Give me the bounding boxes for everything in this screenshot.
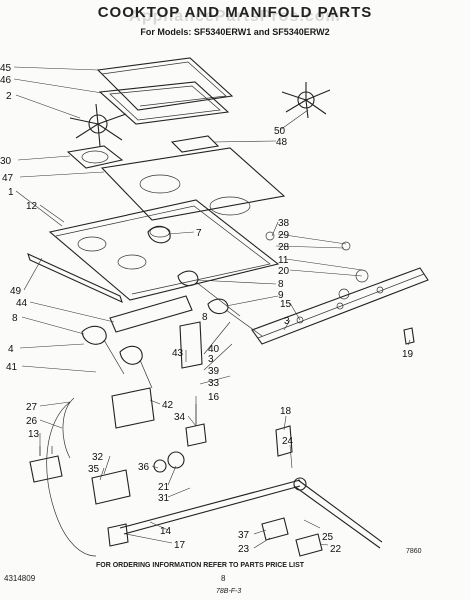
ordering-note: FOR ORDERING INFORMATION REFER TO PARTS … (96, 562, 305, 569)
rear-bracket (275, 425, 293, 457)
callout-44: 44 (16, 298, 28, 309)
callout-26: 26 (26, 416, 38, 427)
callout-21: 21 (158, 482, 170, 493)
callout-35: 35 (88, 464, 100, 475)
callout-50: 50 (274, 126, 286, 137)
callout-8a: 8 (12, 313, 18, 324)
cooktop-top-frame (100, 147, 286, 221)
callout-41: 41 (6, 362, 18, 373)
callout-49: 49 (10, 286, 22, 297)
mounting-bracket (179, 321, 203, 369)
cooktop-cover (96, 57, 234, 111)
wiring-harness (46, 397, 97, 557)
callout-14: 14 (160, 526, 172, 537)
callout-37: 37 (238, 530, 250, 541)
callout-8c: 8 (202, 312, 208, 323)
callout-31: 31 (158, 493, 170, 504)
callout-8b: 8 (278, 279, 284, 290)
burner-drip-bowl (66, 145, 124, 169)
cover-frame (98, 81, 230, 125)
callout-11: 11 (278, 255, 289, 266)
callout-32: 32 (92, 452, 104, 463)
callout-43: 43 (172, 348, 184, 359)
main-cooktop (48, 199, 280, 301)
callout-12: 12 (26, 201, 38, 212)
callout-13: 13 (28, 429, 40, 440)
page-number: 8 (221, 574, 226, 583)
pressure-fitting (167, 451, 185, 469)
figure-code: 7860 (406, 548, 422, 555)
callout-18: 18 (280, 406, 292, 417)
mounting-bolt (403, 327, 415, 345)
callout-46: 46 (0, 75, 12, 86)
callout-9: 9 (278, 290, 284, 301)
callout-34: 34 (174, 412, 186, 423)
spark-module (91, 469, 131, 505)
igniter-switch (153, 459, 167, 473)
valve-bracket (111, 387, 155, 429)
callout-28: 28 (278, 242, 290, 253)
callout-24: 24 (282, 436, 294, 447)
callout-42: 42 (162, 400, 174, 411)
callout-45: 45 (0, 63, 12, 74)
callout-17: 17 (174, 540, 186, 551)
callout-16: 16 (208, 392, 220, 403)
callout-40: 40 (208, 344, 220, 355)
callout-47: 47 (2, 173, 14, 184)
gas-supply-tube (119, 479, 301, 529)
orifice-holder (261, 517, 289, 541)
callout-4: 4 (8, 344, 14, 355)
manifold-supply-pipe (293, 477, 383, 549)
pressure-regulator (29, 446, 63, 483)
spider-grate-right (281, 82, 331, 119)
callout-23: 23 (238, 544, 250, 555)
small-burner-plate (170, 135, 220, 153)
callout-2: 2 (6, 91, 12, 102)
callout-7: 7 (196, 228, 202, 239)
diagram-subtitle: For Models: SF5340ERW1 and SF5340ERW2 (140, 27, 330, 37)
callout-33: 33 (208, 378, 220, 389)
callout-3: 3 (284, 316, 290, 327)
callout-38: 38 (278, 218, 290, 229)
spider-grate-left (69, 103, 127, 147)
callout-1: 1 (8, 187, 14, 198)
callout-30: 30 (0, 156, 12, 167)
terminal-block (107, 523, 129, 547)
callout-36: 36 (138, 462, 150, 473)
bottom-code: 78B-F-3 (216, 588, 242, 595)
callout-25: 25 (322, 532, 334, 543)
burner-support-bracket (109, 295, 193, 333)
callout-29: 29 (278, 230, 290, 241)
tube-connector (295, 533, 323, 557)
callout-39: 39 (208, 366, 220, 377)
callout-27: 27 (26, 402, 38, 413)
callout-15: 15 (280, 299, 292, 310)
callout-48: 48 (276, 137, 288, 148)
burner-assembly-right (177, 270, 263, 337)
footer-left-code: 4314809 (4, 574, 36, 583)
burner-assembly-left (81, 325, 153, 389)
callout-22: 22 (330, 544, 342, 555)
watermark: AppliancePartsPros.com (129, 8, 341, 25)
callout-3b: 3 (208, 354, 214, 365)
callout-20: 20 (278, 266, 290, 277)
diagram-title: COOKTOP AND MANIFOLD PARTS (97, 4, 373, 21)
callout-19: 19 (402, 349, 414, 360)
front-trim (27, 252, 123, 304)
